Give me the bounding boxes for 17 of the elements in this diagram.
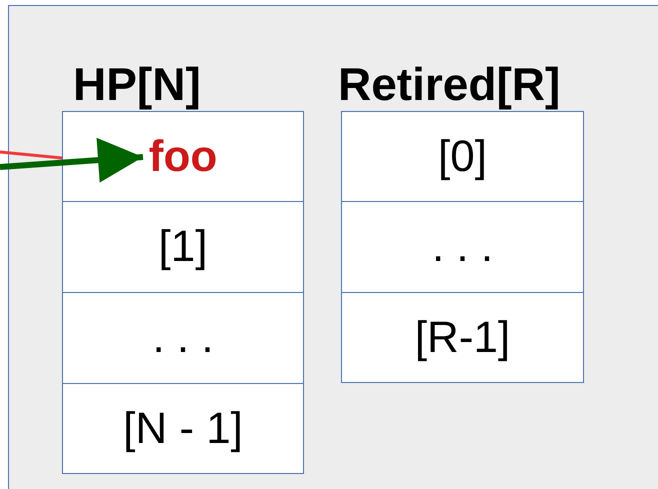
array-cell	[341, 111, 584, 202]
cell-text: [N - 1]	[123, 404, 243, 454]
cell-text: [0]	[438, 132, 487, 182]
cell-text: [1]	[158, 222, 208, 272]
cell-text: . . .	[152, 313, 214, 363]
cell-text: foo	[148, 132, 218, 182]
array-cell	[341, 201, 584, 293]
cell-text: [R-1]	[414, 312, 510, 362]
array-heading: Retired[R]	[338, 57, 562, 112]
array-heading: HP[N]	[73, 57, 202, 112]
array-cell	[62, 292, 304, 384]
array-cell	[62, 201, 304, 293]
array-cell	[62, 111, 304, 202]
arrow	[0, 138, 144, 183]
cell-text: . . .	[432, 222, 494, 272]
array-cell	[341, 292, 584, 383]
array-cell	[62, 383, 304, 474]
